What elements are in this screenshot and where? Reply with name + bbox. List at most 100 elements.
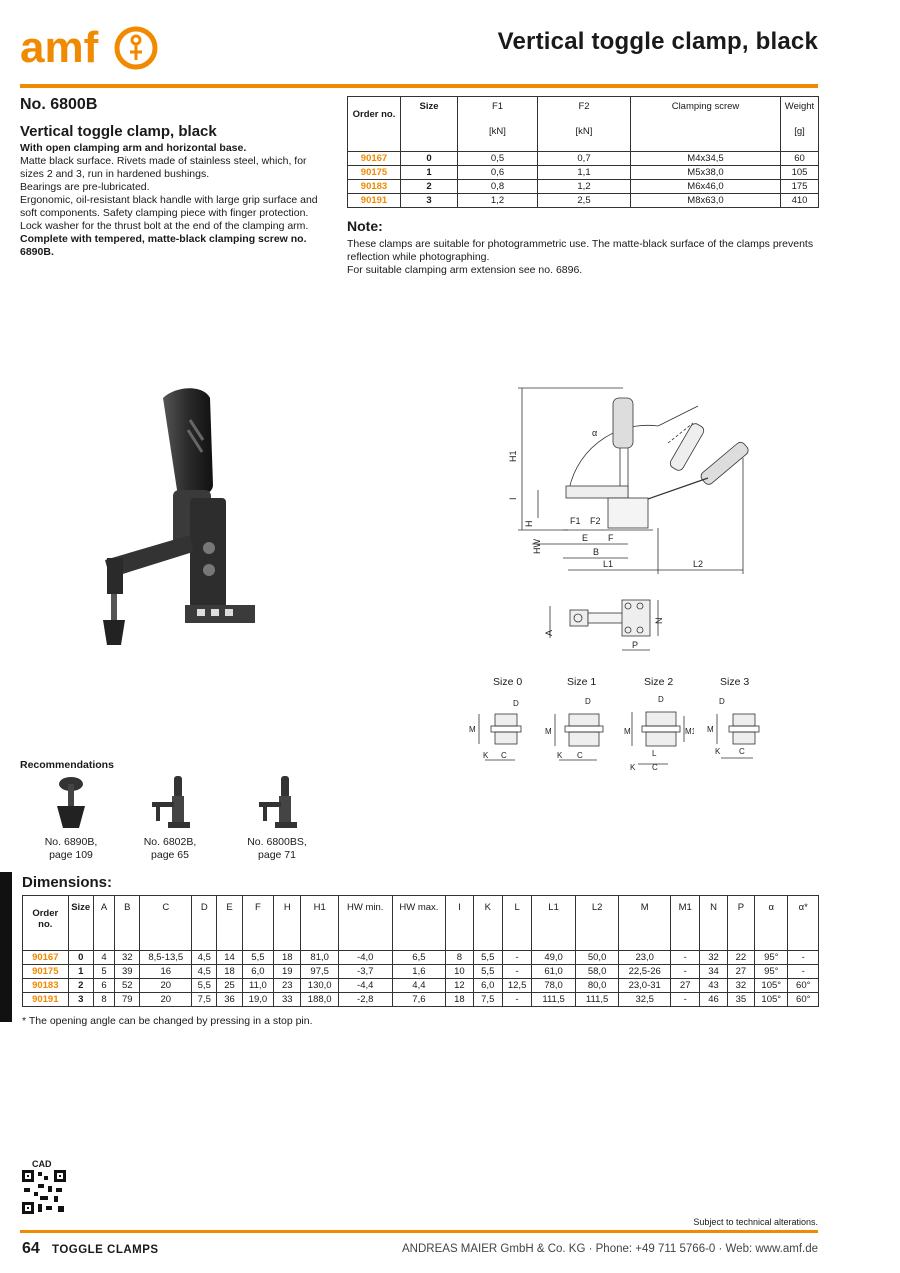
table-cell: 0 (67, 950, 94, 965)
table-cell: 50,0 (574, 950, 620, 965)
product-number: No. 6800B (20, 96, 98, 113)
qr-code-icon[interactable] (22, 1170, 66, 1214)
label-h: H (524, 521, 534, 528)
table-cell: 0,7 (537, 151, 631, 166)
dim-col-header: E (216, 895, 243, 951)
table-cell: 0,6 (457, 165, 538, 180)
table-cell: 58,0 (574, 964, 620, 979)
table-cell: 23,0-31 (618, 978, 672, 993)
order-table-header: Order no. Size F1[kN] F2[kN] Clamping sc… (347, 96, 819, 152)
dim-col-header: H (273, 895, 302, 951)
cad-label: CAD (32, 1159, 52, 1169)
table-cell: 79 (114, 992, 141, 1007)
clamping-screw-icon (57, 777, 85, 828)
table-cell: 32 (114, 950, 141, 965)
label-e: E (582, 533, 588, 543)
description-tail: Complete with tempered, matte-black clam… (20, 233, 307, 258)
table-cell: M5x38,0 (630, 165, 781, 180)
table-cell: - (670, 964, 701, 979)
table-cell: 27 (726, 964, 756, 979)
label-l: L (652, 749, 657, 758)
recommendation-item[interactable]: No. 6890B,page 109 (16, 774, 126, 862)
size-label: Size 1 (567, 676, 597, 688)
label-p: P (632, 640, 638, 650)
order-number[interactable]: 90167 (347, 151, 401, 166)
order-number[interactable]: 90175 (347, 165, 401, 180)
dim-col-header: HW max. (391, 895, 447, 951)
label-k: K (630, 763, 636, 772)
table-cell: - (670, 992, 701, 1007)
col-f2: F2[kN] (537, 96, 631, 152)
table-cell: 10 (445, 964, 474, 979)
table-cell: 19,0 (241, 992, 275, 1007)
page-title: Vertical toggle clamp, black (497, 28, 818, 55)
note-text: These clamps are suitable for photogramm… (347, 238, 819, 277)
dim-col-header: α* (787, 895, 819, 951)
dim-col-header: B (114, 895, 141, 951)
table-cell: 95° (754, 950, 789, 965)
table-cell: -2,8 (337, 992, 393, 1007)
table-cell: 3 (400, 193, 458, 208)
note-line: These clamps are suitable for photogramm… (347, 238, 814, 263)
table-cell: - (501, 992, 533, 1007)
table-cell: 23 (273, 978, 302, 993)
label-c: C (501, 751, 507, 760)
label-m: M (469, 725, 476, 734)
label-i: I (508, 497, 518, 500)
recommendation-item[interactable]: No. 6800BS,page 71 (222, 774, 332, 862)
table-cell: -3,7 (337, 964, 393, 979)
description-line: Matte black surface. Rivets made of stai… (20, 155, 307, 180)
table-cell: 33 (273, 992, 302, 1007)
table-cell: - (670, 950, 701, 965)
dim-col-header: I (445, 895, 474, 951)
size-1-drawing: D M K C (545, 697, 604, 761)
table-cell: 4,5 (191, 950, 218, 965)
table-cell: 2,5 (537, 193, 631, 208)
dim-col-header: L (501, 895, 533, 951)
dim-col-header: K (472, 895, 503, 951)
dim-col-header: H1 (300, 895, 339, 951)
table-cell: 27 (670, 978, 701, 993)
table-cell: 130,0 (300, 978, 339, 993)
table-cell: 0,8 (457, 179, 538, 194)
size-3-drawing: D M K C (707, 697, 760, 759)
size-label: Size 2 (644, 676, 674, 688)
table-cell: 39 (114, 964, 141, 979)
order-number[interactable]: 90183 (22, 978, 69, 993)
order-number[interactable]: 90167 (22, 950, 69, 965)
table-cell: 22 (726, 950, 756, 965)
dim-col-header: HW min. (337, 895, 393, 951)
table-cell: 8 (445, 950, 474, 965)
col-clamping-screw: Clamping screw (630, 96, 781, 152)
toggle-clamp-icon (259, 776, 297, 828)
table-cell: 20 (139, 992, 193, 1007)
label-h1: H1 (508, 450, 518, 462)
table-cell: 35 (726, 992, 756, 1007)
recommendation-item[interactable]: No. 6802B,page 65 (115, 774, 225, 862)
description-line: Ergonomic, oil-resistant black handle wi… (20, 194, 318, 219)
table-cell: 32,5 (618, 992, 672, 1007)
disclaimer: Subject to technical alterations. (693, 1217, 818, 1227)
product-description: With open clamping arm and horizontal ba… (20, 142, 325, 259)
table-cell: 36 (216, 992, 243, 1007)
table-cell: 12,5 (501, 978, 533, 993)
order-number[interactable]: 90175 (22, 964, 69, 979)
order-number[interactable]: 90191 (22, 992, 69, 1007)
table-cell: -4,4 (337, 978, 393, 993)
table-cell: 60 (780, 151, 819, 166)
dim-col-header: L2 (574, 895, 620, 951)
order-number[interactable]: 90191 (347, 193, 401, 208)
table-cell: 7,5 (191, 992, 218, 1007)
col-weight: Weight[g] (780, 96, 819, 152)
side-view-drawing: H1 I H HW α F1 F2 E F B L1 L2 (508, 387, 749, 574)
col-order-no: Order no. (347, 96, 401, 152)
table-cell: 410 (780, 193, 819, 208)
order-number[interactable]: 90183 (347, 179, 401, 194)
label-c: C (652, 763, 658, 772)
table-cell: 46 (699, 992, 728, 1007)
table-cell: 6 (92, 978, 116, 993)
description-lead: With open clamping arm and horizontal ba… (20, 142, 247, 154)
